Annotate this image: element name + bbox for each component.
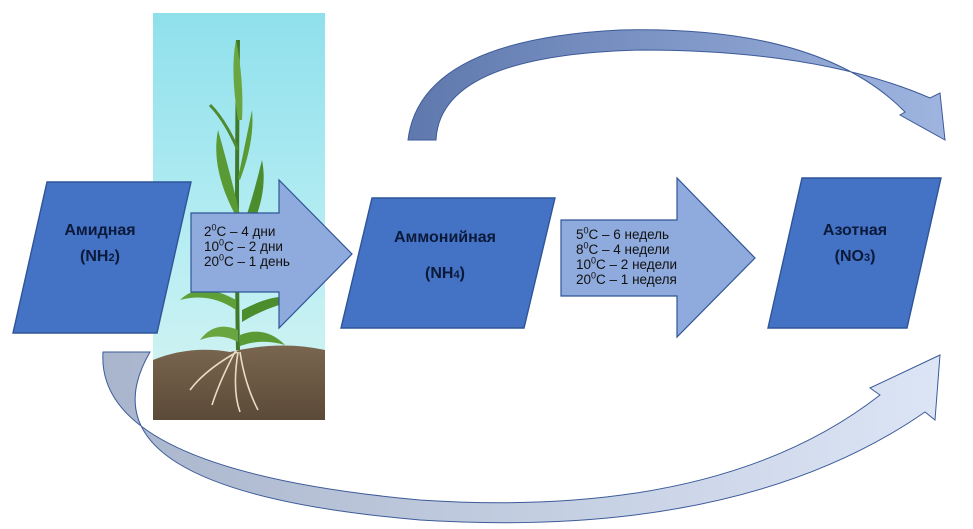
ammonium-formula: (NH4) — [425, 265, 465, 283]
arrow1-row: 20C – 4 дни — [204, 222, 276, 239]
arrow1-row: 100C – 2 дни — [204, 237, 283, 254]
ammonium-title: Аммонийная — [393, 229, 497, 246]
arrow2-row: 100C – 2 недели — [576, 255, 678, 272]
arrow2-conditions: 50C – 6 недель 80C – 4 недели 100C – 2 н… — [576, 225, 678, 287]
bottom-curved-arrow — [102, 351, 941, 524]
top-curved-arrow — [407, 29, 946, 141]
nitrate-box — [767, 177, 942, 329]
nitrate-title: Азотная — [822, 222, 888, 239]
arrow1-conditions: 20C – 4 дни 100C – 2 дни 200C – 1 день — [204, 222, 290, 269]
nitrate-label: Азотная (NO3) — [790, 220, 920, 269]
amide-label: Амидная (NH2) — [40, 220, 160, 269]
arrow2-row: 50C – 6 недель — [576, 225, 670, 242]
arrow1-row: 200C – 1 день — [204, 252, 290, 269]
ammonium-label: Аммонийная (NH4) — [370, 227, 520, 286]
transition-arrow-2 — [560, 176, 756, 339]
transition-arrow-1 — [190, 178, 353, 330]
arrow2-row: 80C – 4 недели — [576, 240, 670, 257]
arrow2-row: 200C – 1 неделя — [576, 270, 677, 287]
amide-box — [12, 181, 192, 334]
amide-formula: (NH2) — [80, 248, 120, 266]
amide-title: Амидная — [64, 222, 136, 239]
nitrate-formula: (NO3) — [834, 248, 876, 266]
ammonium-box — [340, 197, 556, 329]
